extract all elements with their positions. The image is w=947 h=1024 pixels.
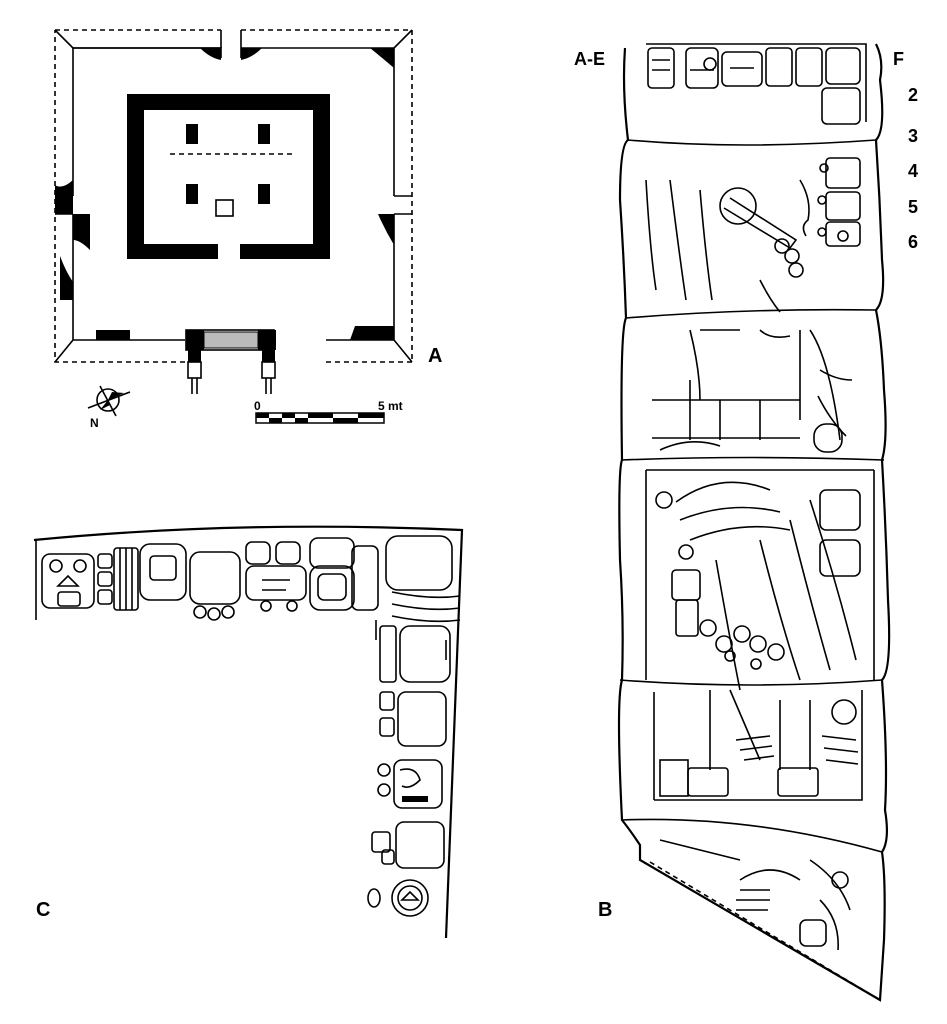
glyph-inscription: C (33, 525, 464, 939)
glyph-block (41, 553, 95, 609)
glyph-block (97, 547, 139, 611)
glyph-block (367, 879, 429, 917)
carved-figure (645, 179, 881, 1001)
glyph-block (385, 535, 461, 623)
north-label: N (90, 416, 99, 430)
row-label-2: 2 (908, 85, 918, 105)
entrance-stairway (185, 329, 276, 394)
row-label-4: 4 (908, 161, 918, 181)
glyph-block (245, 541, 307, 612)
pillar (186, 124, 198, 144)
altar (215, 199, 234, 217)
glyph-block (377, 759, 443, 809)
glyph-block (139, 543, 187, 601)
stela-carving: A-E F 2 3 4 5 6 (574, 43, 918, 1002)
glyph-column-f (817, 157, 861, 247)
north-arrow-icon (87, 385, 131, 417)
temple-building (127, 94, 330, 259)
glyph-block (379, 691, 447, 747)
scale-bar (255, 412, 385, 424)
panel-b-label: B (598, 899, 612, 921)
pillar (186, 184, 198, 204)
pillar (258, 184, 270, 204)
glyph-block (371, 821, 445, 869)
panel-c-label: C (36, 899, 50, 921)
scale-start-label: 0 (254, 399, 261, 413)
panel-a-label: A (428, 345, 442, 367)
row-label-5: 5 (908, 197, 918, 217)
scale-end-label: 5 mt (378, 399, 403, 413)
glyph-block (379, 625, 451, 683)
row-label-6: 6 (908, 232, 918, 252)
glyph-block (309, 537, 379, 611)
pillar (258, 124, 270, 144)
col-label-a-e: A-E (574, 49, 605, 69)
outer-enclosure-wall (54, 29, 413, 363)
row-label-3: 3 (908, 126, 918, 146)
glyph-band-top (647, 47, 861, 125)
col-label-f: F (893, 49, 904, 69)
floor-plan: N 0 5 mt A (54, 29, 442, 430)
glyph-block (189, 551, 241, 621)
